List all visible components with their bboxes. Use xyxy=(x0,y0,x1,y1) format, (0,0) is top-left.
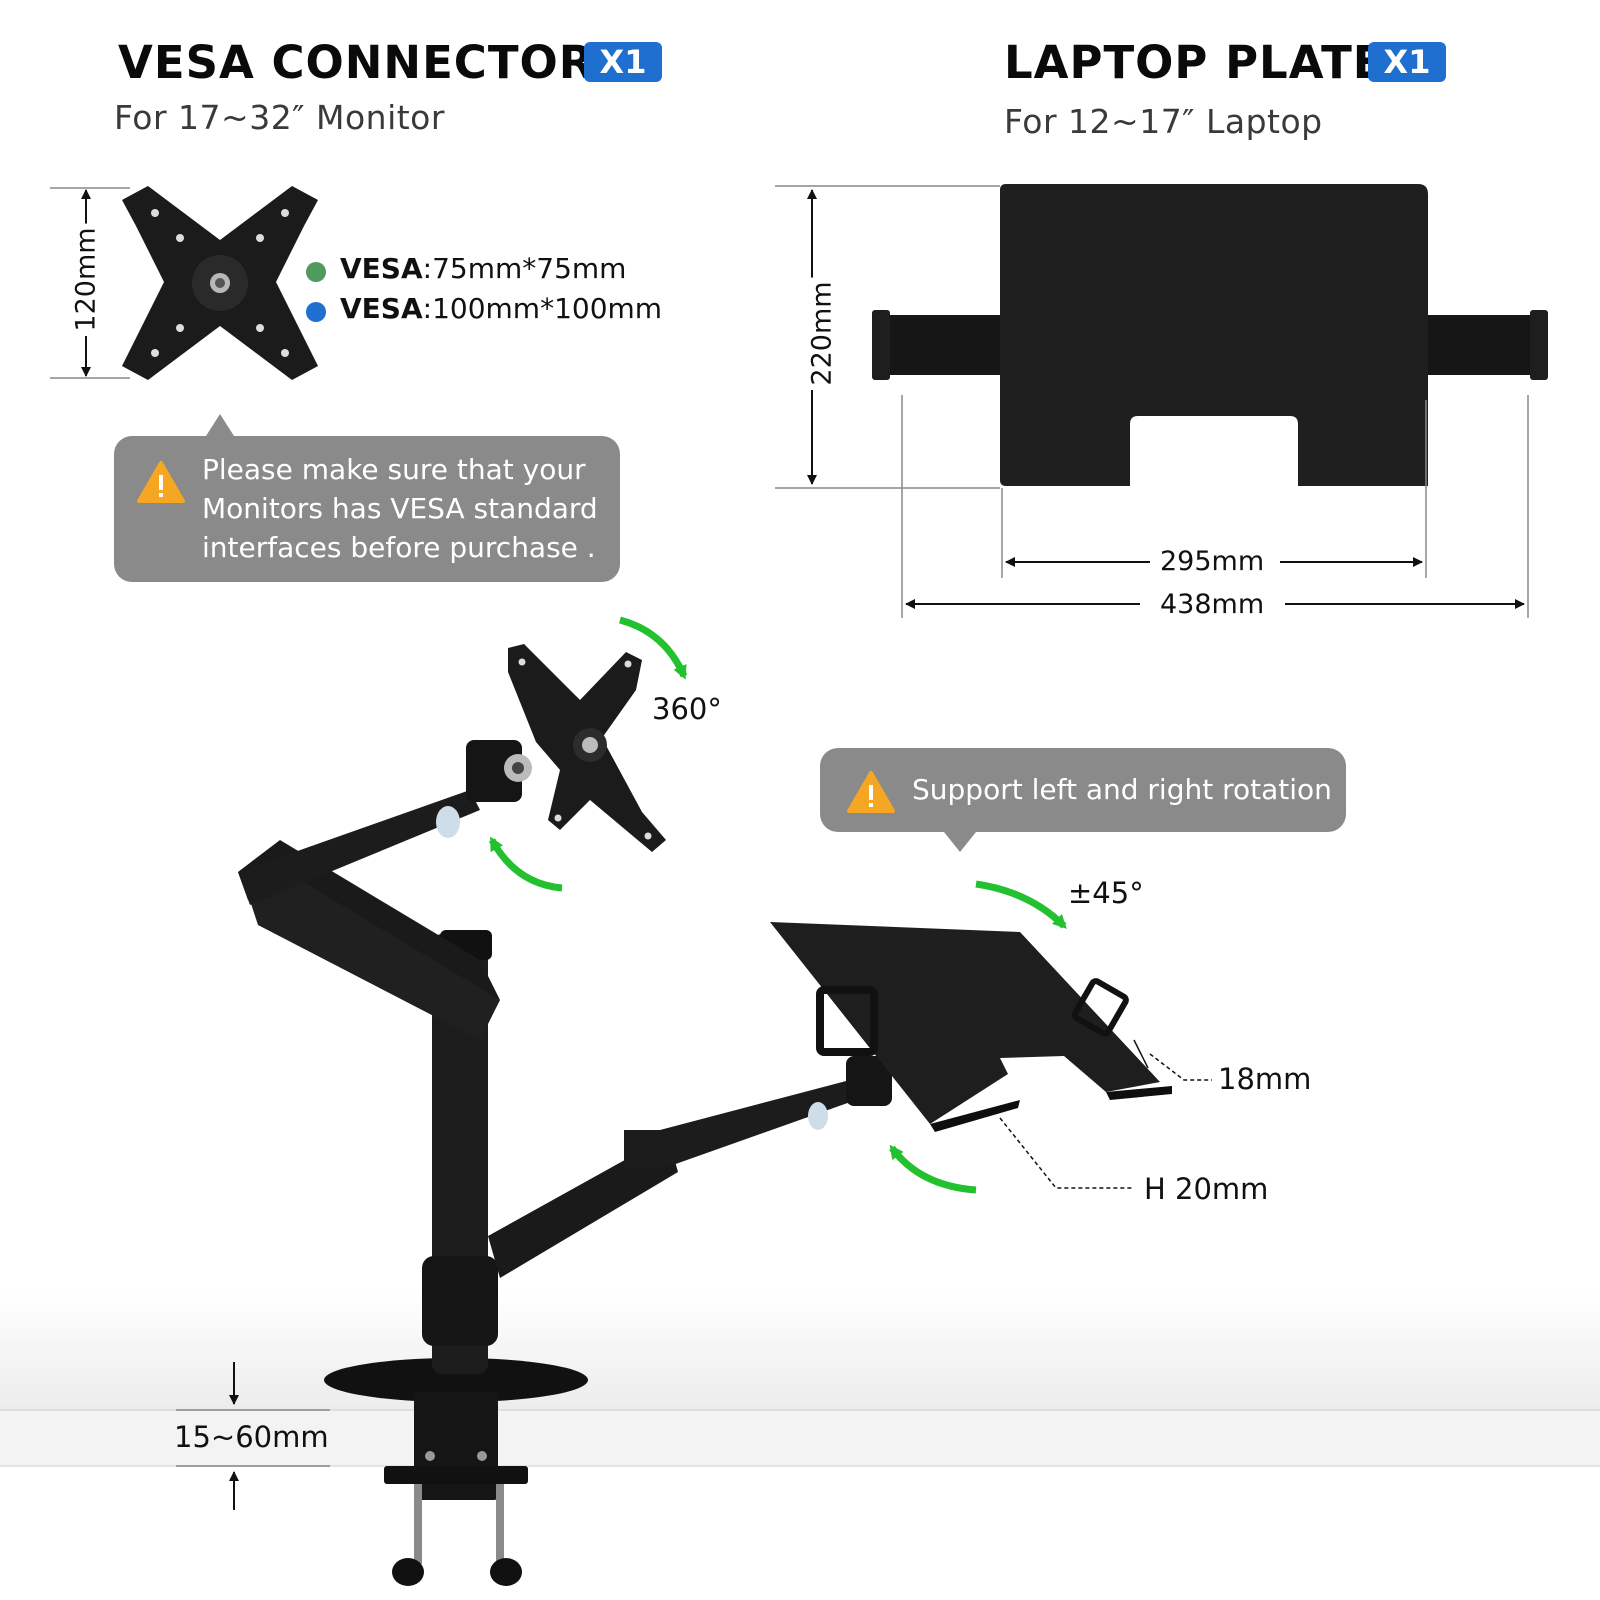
vesa-warning-callout: Please make sure that your Monitors has … xyxy=(114,436,620,582)
warning-line-2: Monitors has VESA standard xyxy=(202,492,598,525)
vesa-spec-75: VESA:75mm*75mm xyxy=(340,252,626,285)
rotation-callout-text: Support left and right rotation xyxy=(912,773,1332,806)
monitor-arm-assembly xyxy=(238,644,1172,1586)
vesa-spec-100-value: :100mm*100mm xyxy=(422,292,663,325)
laptop-title: LAPTOP PLATE xyxy=(1004,36,1385,89)
vesa-title: VESA CONNECTOR xyxy=(118,36,595,89)
rotate-ccw-arrow-icon xyxy=(488,836,563,892)
desk-edge xyxy=(0,1410,1600,1466)
vesa-height-label: 120mm xyxy=(70,223,102,336)
tilt-cw-arrow-icon xyxy=(975,880,1067,929)
warning-line-3: interfaces before purchase . xyxy=(202,531,596,564)
laptop-outer-width-label: 438mm xyxy=(1152,589,1273,620)
vesa-subtitle: For 17~32″ Monitor xyxy=(114,98,445,137)
warning-line-1: Please make sure that your xyxy=(202,453,586,486)
vesa-quantity-badge: X1 xyxy=(584,42,662,82)
rotation-callout: Support left and right rotation xyxy=(820,748,1346,832)
vesa-spec-100: VESA:100mm*100mm xyxy=(340,292,662,325)
vesa-spec-75-value: :75mm*75mm xyxy=(422,252,627,285)
warning-icon xyxy=(137,461,185,503)
laptop-quantity-badge: X1 xyxy=(1368,42,1446,82)
warning-icon xyxy=(847,771,895,813)
blue-dot-icon xyxy=(306,302,326,322)
laptop-inner-width-label: 295mm xyxy=(1152,546,1273,577)
lip-height-label: H 20mm xyxy=(1144,1172,1269,1206)
desk-surface xyxy=(0,1290,1600,1410)
laptop-plate-drawing xyxy=(872,184,1548,486)
laptop-tilt-label: ±45° xyxy=(1068,876,1144,910)
vesa-plate-drawing xyxy=(122,186,318,380)
rotate-cw-arrow-icon xyxy=(619,616,688,680)
lip-thickness-label: 18mm xyxy=(1218,1062,1312,1096)
laptop-height-label: 220mm xyxy=(806,277,838,390)
clamp-range-label: 15~60mm xyxy=(174,1420,329,1454)
laptop-subtitle: For 12~17″ Laptop xyxy=(1004,102,1323,141)
green-dot-icon xyxy=(306,262,326,282)
vesa-spec-100-key: VESA xyxy=(340,292,423,325)
monitor-rotation-label: 360° xyxy=(652,692,722,726)
tilt-ccw-arrow-icon xyxy=(889,1144,977,1194)
vesa-spec-75-key: VESA xyxy=(340,252,423,285)
